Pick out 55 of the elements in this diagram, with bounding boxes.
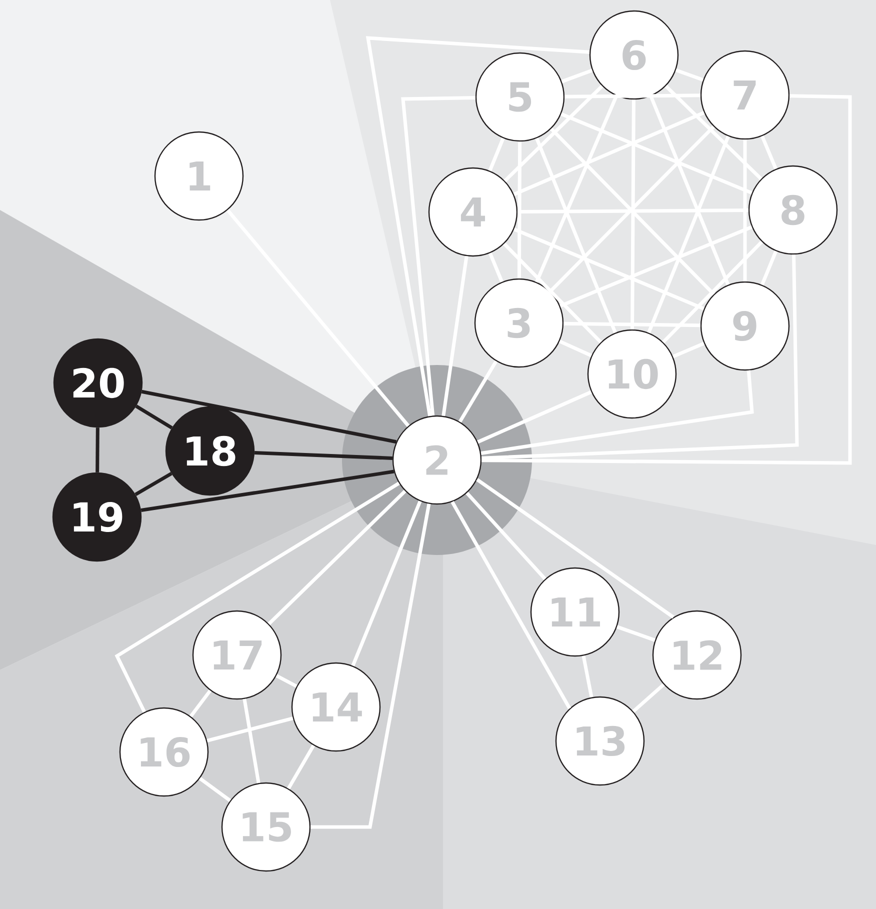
- connector: [286, 744, 316, 790]
- connector: [672, 342, 705, 358]
- connector: [513, 228, 705, 310]
- connector: [189, 690, 212, 718]
- connector: [401, 96, 476, 416]
- connector: [254, 451, 392, 460]
- connector: [760, 135, 778, 170]
- connector: [140, 470, 394, 512]
- connector: [96, 428, 100, 472]
- connector: [135, 404, 173, 430]
- connector: [488, 252, 504, 282]
- connector: [647, 136, 730, 334]
- connector: [518, 208, 748, 214]
- connector: [442, 256, 468, 416]
- connector: [560, 225, 752, 308]
- connector: [134, 472, 172, 496]
- connector: [649, 96, 730, 286]
- connector: [564, 94, 700, 98]
- connector: [276, 674, 298, 688]
- connector: [517, 142, 522, 278]
- connector: [558, 340, 592, 358]
- connector: [582, 655, 594, 698]
- connector: [466, 492, 546, 580]
- connector: [502, 242, 602, 344]
- connector: [242, 698, 260, 784]
- connector: [561, 68, 593, 84]
- connector: [760, 250, 778, 286]
- connector: [351, 500, 422, 666]
- connector: [630, 100, 636, 330]
- connector: [560, 112, 752, 195]
- connector: [310, 504, 431, 829]
- connector: [632, 683, 665, 713]
- connector: [481, 254, 799, 460]
- connector: [114, 482, 400, 713]
- connector: [675, 68, 704, 82]
- connector: [564, 322, 700, 328]
- connector: [366, 36, 590, 416]
- connector: [226, 209, 410, 427]
- connector: [513, 111, 705, 196]
- connector: [206, 716, 294, 742]
- connector: [662, 240, 763, 344]
- connector: [482, 94, 852, 465]
- connector: [198, 777, 232, 802]
- connector: [480, 370, 754, 456]
- connector: [488, 138, 505, 172]
- connector: [616, 625, 656, 642]
- connector: [450, 501, 572, 710]
- connector: [141, 390, 397, 444]
- connector: [504, 84, 604, 182]
- connector: [534, 95, 618, 283]
- connector: [268, 490, 406, 626]
- connector: [477, 390, 592, 444]
- connector: [664, 84, 762, 180]
- connector: [535, 138, 617, 334]
- connector: [476, 478, 674, 619]
